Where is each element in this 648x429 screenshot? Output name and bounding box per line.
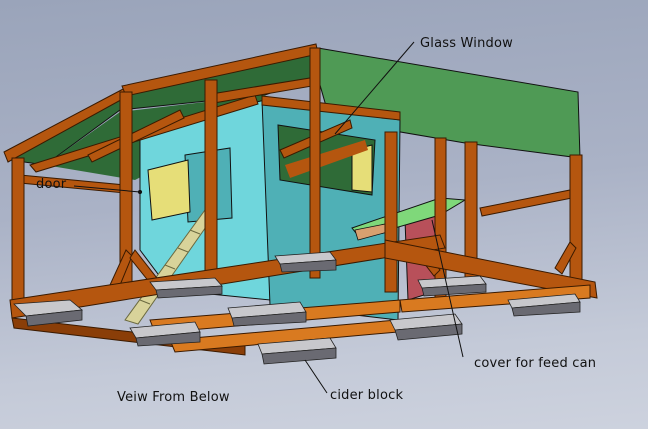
door-label: door — [36, 177, 67, 192]
view-caption: Veiw From Below — [117, 390, 230, 405]
door-panel — [147, 159, 191, 221]
leader-lines — [73, 41, 464, 394]
cinder-block-label: cider block — [330, 388, 404, 403]
feed-can-cover-label: cover for feed can — [474, 356, 597, 371]
glass-window-label: Glass Window — [420, 36, 513, 51]
cinder-blocks — [13, 251, 581, 365]
